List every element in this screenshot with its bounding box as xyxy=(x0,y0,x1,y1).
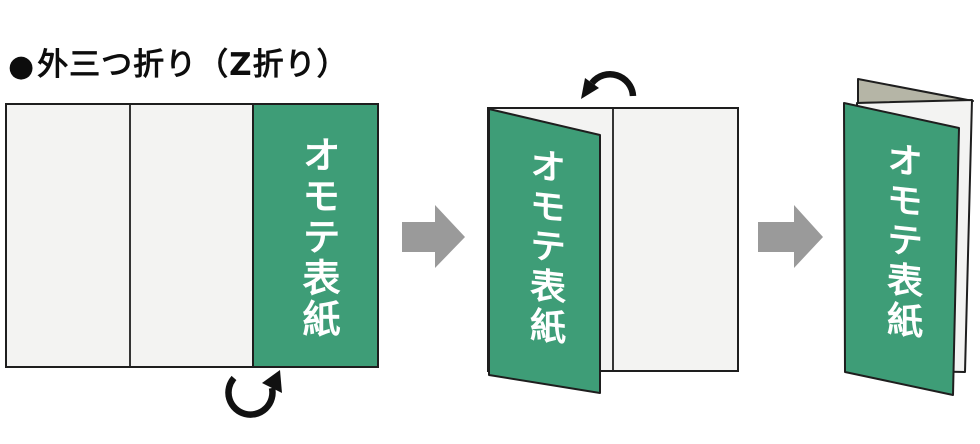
step1-unfolded-sheet xyxy=(5,103,379,418)
page-title: ●外三つ折り（Z折り） xyxy=(8,39,349,84)
front-cover-panel xyxy=(843,102,960,396)
front-cover-panel xyxy=(252,103,379,368)
right-arrow-icon xyxy=(402,205,465,268)
step3-finished-z-fold xyxy=(843,78,974,396)
cover-label-step2: オモテ表紙 xyxy=(524,144,565,350)
back-fold-flap xyxy=(857,78,974,104)
curl-over-fold-arrow-icon xyxy=(581,71,637,99)
right-arrow-icon xyxy=(758,205,823,268)
bullet-icon: ● xyxy=(8,48,36,84)
page-title-text: 外三つ折り（Z折り） xyxy=(37,46,349,83)
front-cover-panel-tilted xyxy=(488,108,601,394)
curl-up-fold-arrow-icon xyxy=(225,370,282,418)
cover-label-step1: オモテ表紙 xyxy=(296,135,340,340)
step2-first-fold xyxy=(487,71,739,394)
cover-label-step3: オモテ表紙 xyxy=(881,138,922,344)
